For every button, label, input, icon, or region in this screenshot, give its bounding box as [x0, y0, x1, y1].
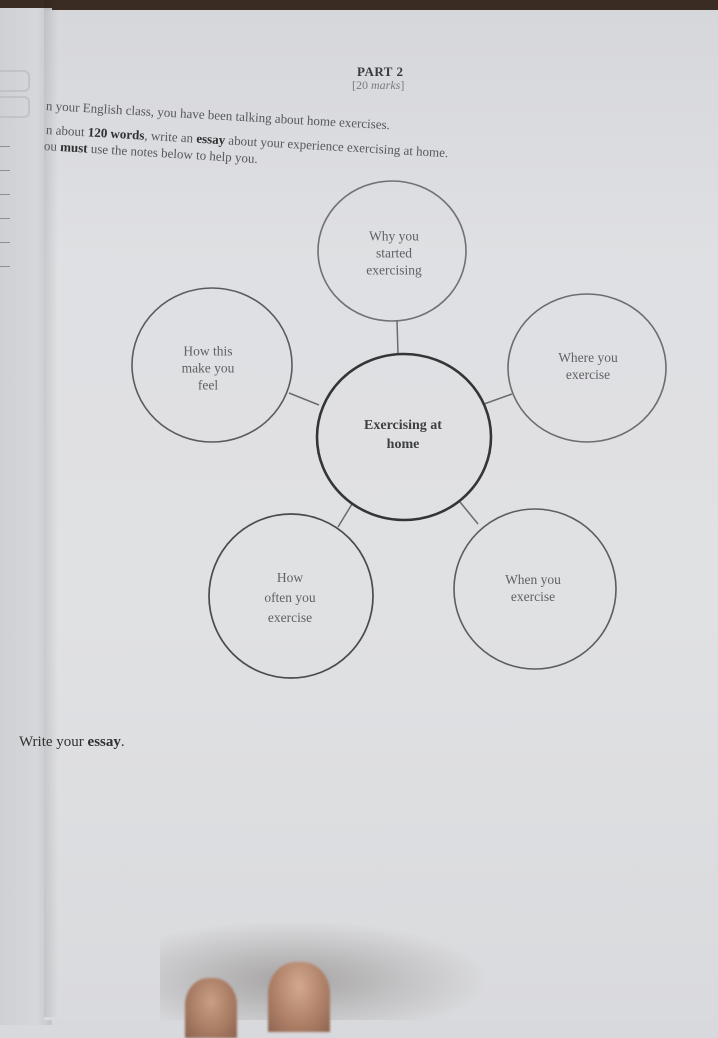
rule-dash [0, 242, 10, 243]
finger [268, 962, 330, 1032]
node-feel-label: How this make you feel [181, 343, 235, 393]
finger [185, 978, 237, 1038]
rule-dash [0, 218, 10, 219]
center-node-label: Exercising at home [364, 418, 442, 452]
connector-when [459, 501, 479, 525]
connector-where [483, 393, 513, 405]
rule-dash [0, 194, 10, 195]
node-why-label: Why you started exercising [366, 228, 422, 278]
worksheet-page [44, 10, 718, 1020]
node-where-circle [507, 293, 667, 443]
center-node-circle [315, 352, 493, 522]
node-how-often-label: How often you exercise [264, 570, 316, 625]
node-feel-circle [131, 287, 293, 443]
page-tab [0, 96, 30, 118]
mind-map-diagram [131, 180, 667, 679]
rule-dash [0, 170, 10, 171]
part-title: PART 2 [357, 64, 404, 79]
connector-feel [288, 392, 320, 406]
rule-dash [0, 266, 10, 267]
connector-why [396, 319, 399, 355]
node-when-label: When you exercise [505, 572, 561, 604]
marks-label: [20 marks] [352, 78, 405, 92]
node-why-circle [317, 180, 467, 322]
essay-prompt: Write your essay. [19, 734, 125, 750]
node-how-often-circle [208, 513, 374, 679]
page-gutter-shadow [44, 0, 58, 1017]
node-when-circle [453, 508, 617, 670]
page-tab [0, 70, 30, 92]
previous-page-edge [0, 8, 52, 1025]
rule-dash [0, 146, 10, 147]
node-where-label: Where you exercise [558, 350, 618, 382]
connector-how-often [337, 503, 353, 528]
